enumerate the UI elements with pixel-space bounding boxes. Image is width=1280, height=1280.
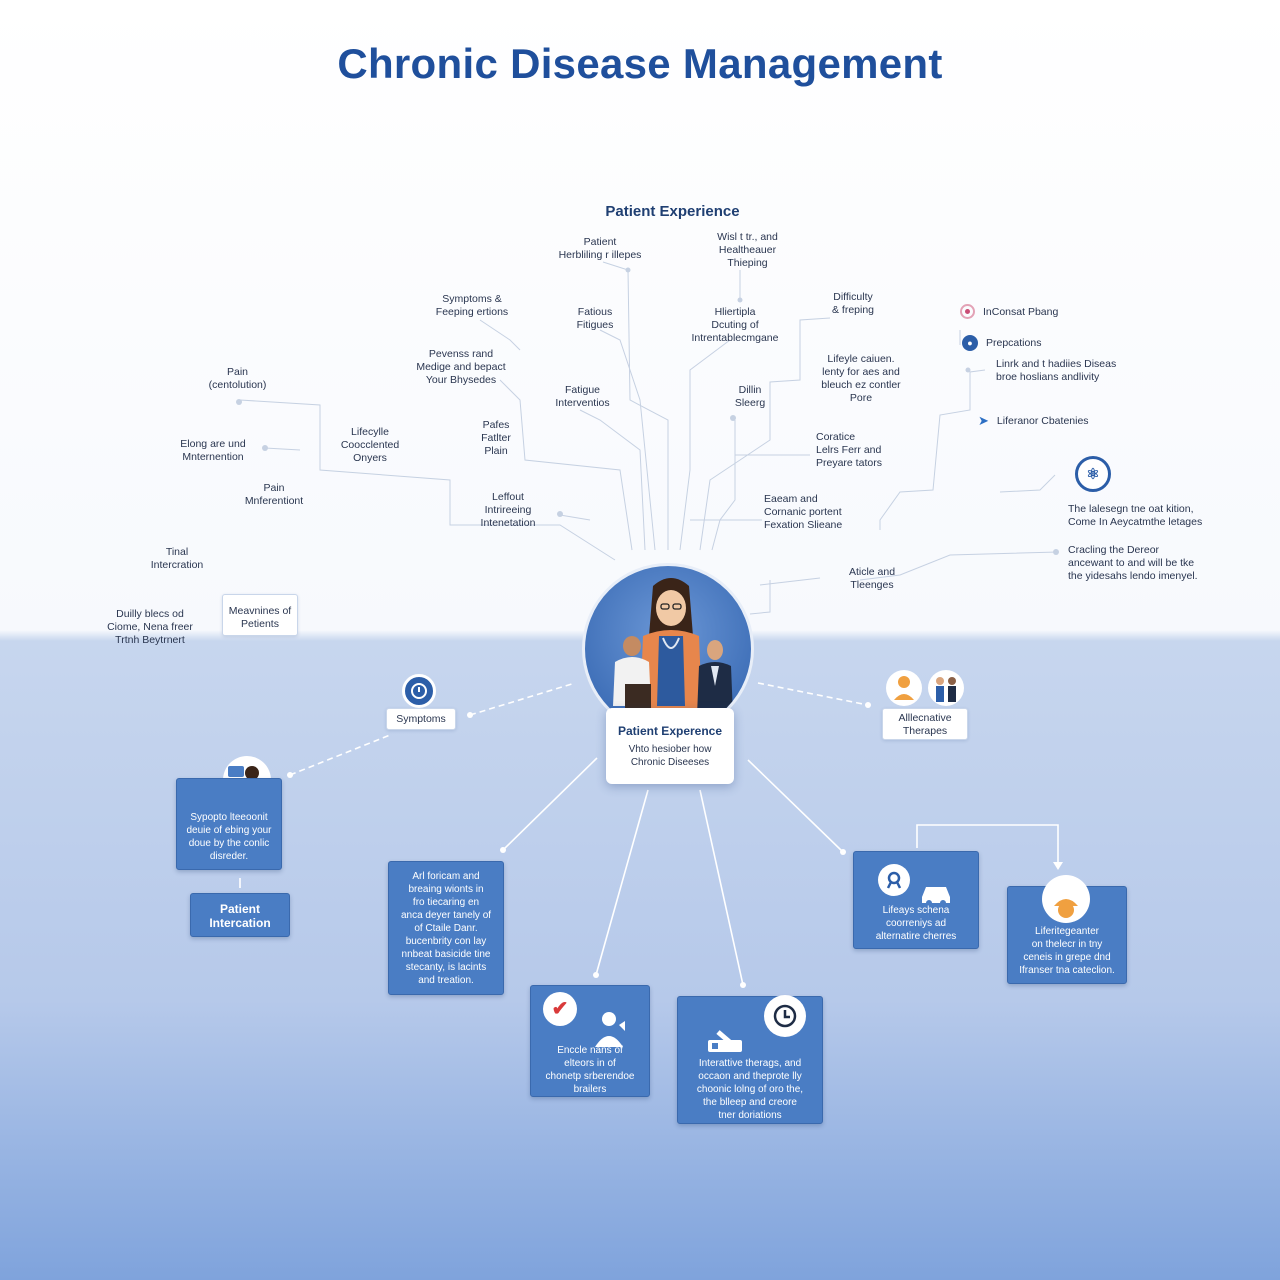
branch-label: Wisl t tr., and Healtheauer Thieping bbox=[717, 231, 778, 269]
section-subtitle: Patient Experience bbox=[605, 203, 740, 220]
right-note: Cracling the Dereor ancewant to and will… bbox=[1068, 544, 1198, 582]
lifestyle-card[interactable]: Lifeays schena coorreniys ad alternatire… bbox=[853, 851, 979, 949]
badge-icon: ● bbox=[962, 335, 978, 351]
awareness-ribbon-icon bbox=[878, 864, 910, 896]
branch-label: Pevenss rand Medige and bepact Your Bhys… bbox=[416, 348, 506, 386]
bird-icon: ➤ bbox=[978, 413, 989, 428]
branch-label: Lifeyle caiuen. lenty for aes and bleuch… bbox=[821, 353, 901, 404]
branch-label: Aticle and Tleenges bbox=[848, 566, 896, 591]
patient-avatar-hub bbox=[582, 563, 754, 735]
lifestyle-center-card[interactable]: Liferitegeanter on thelecr in tny ceneis… bbox=[1007, 875, 1127, 984]
symptom-info-card[interactable]: Sypopto lteeoonit deuie of ebing your do… bbox=[176, 778, 282, 870]
branch-label: Lifecylle Coocclented Onyers bbox=[340, 426, 400, 464]
branch-label: Fatigue Interventios bbox=[555, 384, 610, 409]
branch-label: Coratice Lelrs Ferr and Preyare tators bbox=[816, 431, 882, 469]
branch-label: Symptoms & Feeping ertions bbox=[435, 293, 509, 318]
medical-badge-icon: ⚛ bbox=[1075, 456, 1111, 492]
interactive-therapy-card[interactable]: Interattive therags, and occaon and thep… bbox=[677, 995, 823, 1124]
branch-label: Elong are und Mnternention bbox=[180, 438, 246, 463]
legend-item: ● Prepcations bbox=[962, 335, 1041, 351]
legend-item: InConsat Pbang bbox=[960, 304, 1058, 319]
legend-description: Linrk and t hadiies Diseas broe hoslians… bbox=[996, 358, 1117, 383]
right-note: The lalesegn tne oat kition, Come In Aey… bbox=[1068, 503, 1203, 528]
treatment-icon bbox=[704, 1015, 748, 1052]
branch-label: Leffout Intrireeing Intenetation bbox=[480, 491, 536, 529]
page-title: Chronic Disease Management bbox=[337, 40, 943, 87]
branch-label: Pain (centolution) bbox=[208, 366, 267, 391]
center-card-text: Vhto hesiober how Chronic Diseeses bbox=[628, 744, 712, 768]
branch-label: Duilly blecs od Ciome, Nena freer Trtnh … bbox=[107, 608, 193, 646]
car-icon bbox=[918, 866, 954, 906]
symptoms-node[interactable]: Symptoms bbox=[386, 708, 456, 730]
patient-interaction-node[interactable]: Patient Intercation bbox=[190, 893, 290, 937]
branch-label: Pain Mnferentiont bbox=[244, 482, 304, 507]
center-card-heading: Patient Experence bbox=[617, 724, 723, 738]
barriers-card[interactable]: ✔ Enccle nans of elteors in of chonetp s… bbox=[530, 985, 650, 1097]
branch-label: Fatious Fitigues bbox=[576, 306, 614, 331]
branch-label: Patient Herbliling r illepes bbox=[558, 236, 642, 261]
legend-item: ➤ Liferanor Cbatenies bbox=[978, 413, 1089, 428]
therapists-icon bbox=[884, 668, 968, 708]
branch-label: Hliertipla Dcuting of Intrentablecmgane bbox=[691, 306, 779, 344]
patient-experience-card[interactable]: Patient Experence Vhto hesiober how Chro… bbox=[606, 708, 734, 784]
worker-avatar-icon bbox=[1042, 875, 1090, 923]
patients-meaning-tag: Meavnines of Petients bbox=[222, 594, 298, 636]
branch-label: Difficulty & freping bbox=[831, 291, 875, 316]
branch-label: Dillin Sleerg bbox=[734, 384, 766, 409]
person-icon bbox=[591, 996, 631, 1047]
disease-info-card[interactable]: Arl foricam and breaing wionts in fro ti… bbox=[388, 861, 504, 995]
branch-label: Pafes Fatlter Plain bbox=[481, 419, 511, 457]
alternative-therapies-node[interactable]: Alllecnative Therapes bbox=[882, 708, 968, 740]
branch-label: Tinal Intercration bbox=[150, 546, 204, 571]
clock-icon bbox=[402, 674, 436, 708]
checkmark-icon: ✔ bbox=[543, 992, 577, 1026]
branch-label: Eaeam and Cornanic portent Fexation Slie… bbox=[764, 493, 843, 531]
timer-icon bbox=[764, 995, 806, 1037]
target-icon bbox=[960, 304, 975, 319]
